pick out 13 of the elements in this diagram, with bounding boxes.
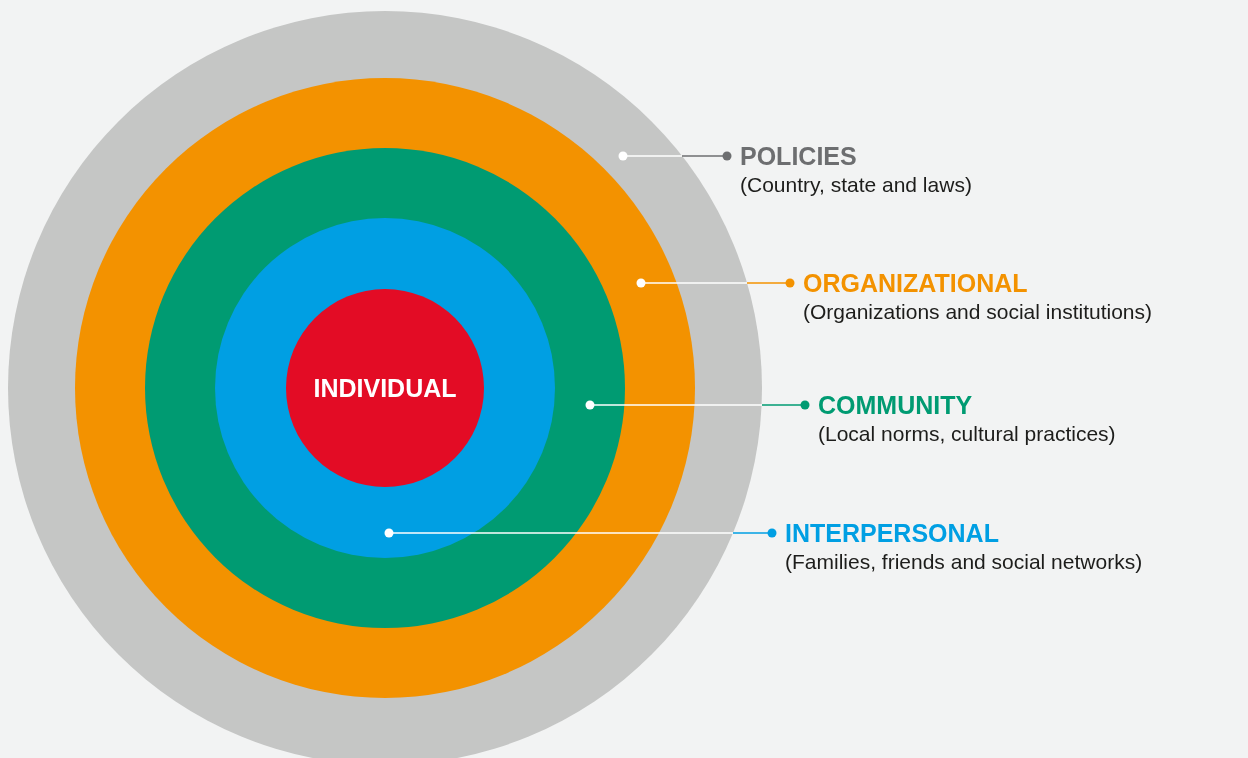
leader-line (618, 151, 732, 161)
level-description: (Local norms, cultural practices) (818, 421, 1116, 447)
level-heading: POLICIES (740, 141, 857, 171)
leader-line (636, 278, 795, 288)
level-label: INDIVIDUAL (313, 373, 457, 403)
level-description: (Country, state and laws) (740, 172, 972, 198)
level-heading: INTERPERSONAL (785, 518, 999, 548)
leader-line (585, 400, 810, 410)
leader-line (384, 528, 777, 538)
level-heading: ORGANIZATIONAL (803, 268, 1028, 298)
level-description: (Organizations and social institutions) (803, 299, 1152, 325)
level-description: (Families, friends and social networks) (785, 549, 1143, 575)
level-heading: COMMUNITY (818, 390, 973, 420)
